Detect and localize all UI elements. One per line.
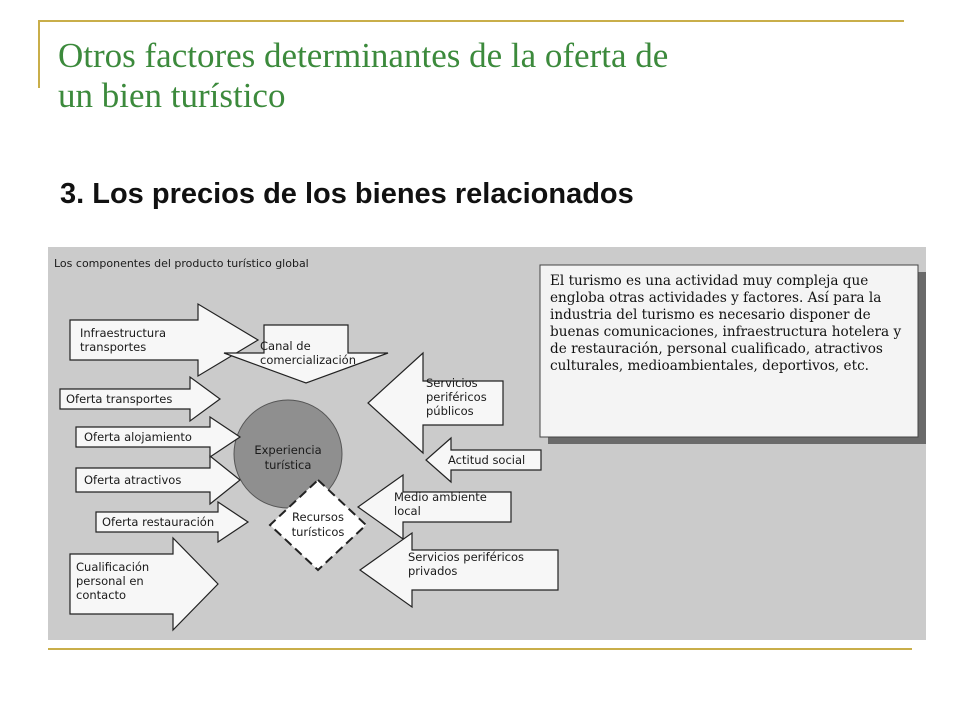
slide-subtitle: 3. Los precios de los bienes relacionado… — [60, 178, 634, 210]
channel-arrow-label: comercialización — [260, 353, 356, 367]
circle-label-2: turística — [265, 458, 312, 472]
left-arrow-6 — [69, 536, 219, 632]
left-arrow-2 — [59, 375, 222, 423]
left-arrow-5-label: Oferta restauración — [102, 515, 214, 529]
right-arrow-1-label: públicos — [426, 404, 474, 418]
left-arrow-6-label: contacto — [76, 588, 126, 602]
title-line-1: Otros factores determinantes de la ofert… — [58, 36, 669, 75]
channel-arrow — [223, 324, 389, 384]
right-arrow-3 — [356, 473, 512, 541]
right-arrow-4 — [358, 531, 559, 609]
right-arrow-2 — [425, 436, 542, 484]
right-arrow-3-label: local — [394, 504, 421, 518]
left-arrow-5 — [95, 500, 250, 544]
left-arrow-1-label: transportes — [80, 340, 146, 354]
right-arrow-1 — [367, 351, 504, 455]
bottom-rule — [48, 648, 912, 650]
slide-title: Otros factores determinantes de la ofert… — [58, 36, 878, 116]
right-arrow-4-label: privados — [408, 564, 457, 578]
left-arrow-2-label: Oferta transportes — [66, 392, 172, 406]
left-arrow-1-label: Infraestructura — [80, 326, 166, 340]
left-arrow-6-label: Cualificación — [76, 560, 149, 574]
left-arrow-1 — [69, 302, 260, 378]
tourism-components-figure: Los componentes del producto turístico g… — [48, 247, 926, 640]
left-arrow-3 — [75, 415, 242, 459]
experience-circle — [233, 399, 343, 509]
left-arrow-3-label: Oferta alojamiento — [84, 430, 192, 444]
circle-label-1: Experiencia — [254, 443, 321, 457]
left-arrow-4-label: Oferta atractivos — [84, 473, 181, 487]
right-arrow-2-label: Actitud social — [448, 453, 525, 467]
title-line-2: un bien turístico — [58, 76, 286, 115]
diamond-label-1: Recursos — [292, 510, 344, 524]
left-arrow-4 — [75, 454, 241, 506]
right-arrow-4-label: Servicios periféricos — [408, 550, 524, 564]
note-text: El turismo es una actividad muy compleja… — [550, 273, 902, 374]
resources-diamond — [268, 478, 368, 572]
right-arrow-1-label: periféricos — [426, 390, 487, 404]
diagram-canvas: Los componentes del producto turístico g… — [54, 257, 926, 632]
top-rule — [38, 20, 904, 22]
diamond-label-2: turísticos — [292, 525, 345, 539]
left-arrow-6-label: personal en — [76, 574, 144, 588]
left-rule — [38, 20, 40, 88]
right-arrow-1-label: Servicios — [426, 376, 478, 390]
figure-caption: Los componentes del producto turístico g… — [54, 257, 309, 270]
note-box — [539, 264, 919, 438]
right-arrow-3-label: Medio ambiente — [394, 490, 487, 504]
channel-arrow-label: Canal de — [260, 339, 311, 353]
